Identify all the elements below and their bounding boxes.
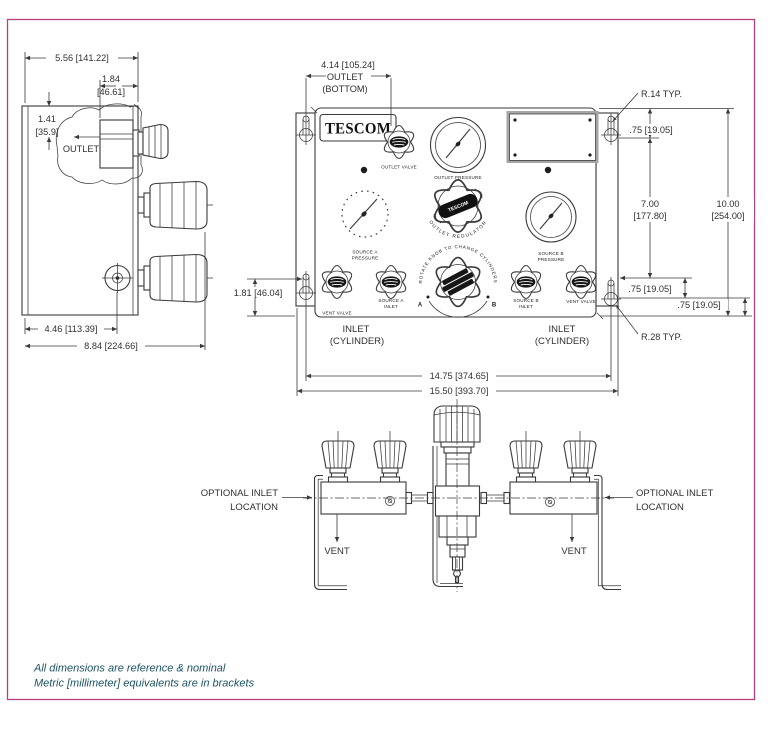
vent-label-right: VENT (561, 546, 587, 557)
optional-inlet-left-1: OPTIONAL INLET (201, 488, 278, 499)
right-bracket (594, 474, 621, 591)
regulator-handwheel-side (137, 180, 213, 230)
left-block-screw (385, 496, 395, 506)
page-border (6, 18, 756, 701)
footnote-line-2: Metric [millimeter] equivalents are in b… (34, 678, 255, 690)
dim-row: 1.81 [46.04] (234, 288, 283, 298)
dim-width: 15.50 [393.70] (430, 386, 489, 396)
dim-knob-mm: [46.61] (97, 87, 125, 97)
dim-holes-h: 14.75 [374.65] (430, 371, 489, 381)
source-a-pressure-gauge (341, 190, 389, 238)
dim-hole-top: .75 [19.05] (629, 125, 672, 135)
front-view-dimensions: 4.14 [105.24] OUTLET (BOTTOM) R.14 TYP. … (227, 60, 754, 397)
source-a-pressure-label-1: SOURCE A (352, 250, 378, 255)
source-a-pressure-label-2: PRESSURE (352, 256, 379, 261)
inlet-cylinder-right-1: INLET (549, 324, 576, 335)
dim-knob-in: 1.84 (102, 74, 120, 84)
inlet-cylinder-right-2: (CYLINDER) (535, 336, 589, 347)
panel-screw-right (544, 166, 552, 174)
break-cloud (55, 103, 143, 185)
footnote-line-1: All dimensions are reference & nominal (33, 663, 226, 675)
dim-port: 4.46 [113.39] (45, 324, 98, 334)
dim-outlet-3: (BOTTOM) (322, 84, 367, 94)
outlet-regulator-side (99, 119, 169, 169)
dim-depth: 5.56 [141.22] (55, 53, 109, 63)
dim-holes-v-in: 7.00 (641, 199, 659, 209)
vent-valve-right-knob-bottom (563, 440, 597, 483)
central-regulator (432, 405, 481, 588)
right-flange (595, 112, 619, 307)
panel-screw-left (360, 166, 368, 174)
vent-valve-left-label: VENT VALVE (322, 311, 352, 316)
brand-text: TESCOM (325, 121, 391, 138)
source-a-inlet-label-1: SOURCE A (378, 298, 404, 303)
source-b-pressure-label-2: PRESSURE (538, 257, 565, 262)
source-a-inlet-knob-bottom (373, 440, 407, 483)
outlet-pressure-label: OUTLET PRESSURE (434, 175, 482, 180)
optional-inlet-right-2: LOCATION (636, 502, 684, 513)
optional-inlet-right-1: OPTIONAL INLET (636, 488, 713, 499)
front-view: TESCOM OUTLET VALVE OUTLET PRESSURE (227, 60, 754, 397)
bottom-view-labels: OPTIONAL INLET LOCATION OPTIONAL INLET L… (201, 488, 714, 557)
footnote: All dimensions are reference & nominal M… (33, 663, 255, 690)
selector-b-label: B (492, 303, 497, 309)
source-b-pressure-gauge (525, 191, 577, 243)
dim-height-in: 10.00 (717, 199, 740, 209)
dim-height-mm: [254.00] (711, 211, 744, 221)
inlet-cylinder-left-1: INLET (343, 324, 370, 335)
outlet-valve-label: OUTLET VALVE (381, 165, 417, 170)
outlet-label: OUTLET (63, 144, 100, 154)
dim-overall: 8.84 [224.66] (84, 341, 138, 351)
vent-label-left: VENT (324, 546, 350, 557)
source-b-inlet-label-2: INLET (519, 304, 533, 309)
radius-top: R.14 TYP. (641, 89, 682, 99)
dim-outlet-2: OUTLET (327, 72, 364, 82)
right-block-screw (545, 497, 555, 507)
left-bracket (313, 474, 347, 591)
selector-a-label: A (418, 303, 423, 309)
source-b-inlet-knob-bottom (509, 440, 543, 483)
center-bracket (432, 446, 463, 588)
side-view-dimensions: 5.56 [141.22] 1.84 [46.61] 1.41 [35.9] O… (24, 52, 206, 351)
inlet-cylinder-left-2: (CYLINDER) (330, 336, 384, 347)
source-b-pressure-label-1: SOURCE B (538, 251, 564, 256)
source-a-inlet-label-2: INLET (384, 304, 398, 309)
vent-valve-right-label: VENT VALVE (566, 299, 596, 304)
source-b-inlet-label-1: SOURCE B (513, 298, 539, 303)
vent-valve-left-knob-bottom (321, 440, 355, 483)
dim-outlet-1: 4.14 [105.24] (321, 60, 375, 70)
dim-outlet-mm: [35.9] (36, 127, 59, 137)
dim-holes-v-mm: [177.80] (633, 211, 666, 221)
optional-inlet-left-2: LOCATION (230, 502, 278, 513)
dim-hole-bottom-a: .75 [19.05] (628, 284, 671, 294)
dim-hole-bottom-b: .75 [19.05] (677, 300, 720, 310)
side-view: 5.56 [141.22] 1.84 [46.61] 1.41 [35.9] O… (21, 52, 213, 351)
radius-bottom: R.28 TYP. (641, 332, 682, 342)
bottom-view: OPTIONAL INLET LOCATION OPTIONAL INLET L… (201, 399, 714, 592)
valve-knob-side (102, 253, 213, 303)
outlet-pressure-gauge (429, 116, 487, 174)
nameplate (506, 111, 599, 163)
dim-outlet-in: 1.41 (38, 114, 56, 124)
